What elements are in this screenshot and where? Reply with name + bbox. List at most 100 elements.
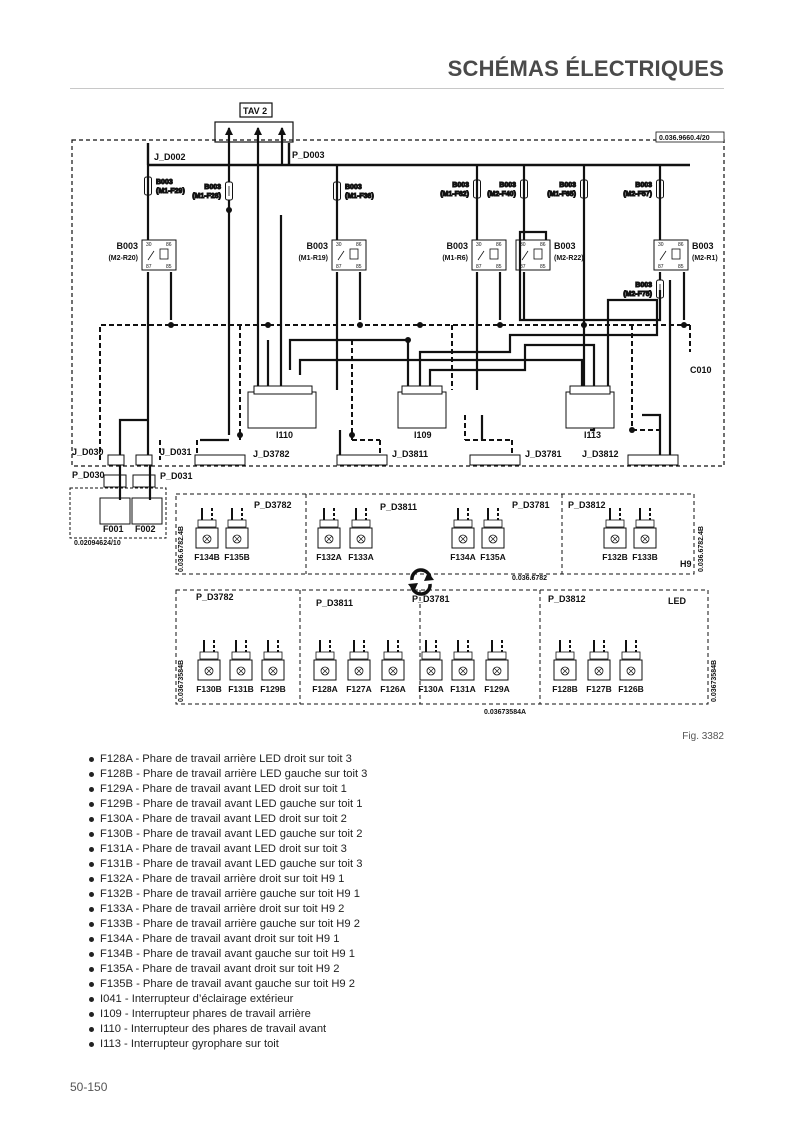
- legend-item: F132B - Phare de travail arrière gauche …: [88, 887, 367, 902]
- lamp-symbol: F134B: [194, 508, 220, 562]
- legend-list: F128A - Phare de travail arrière LED dro…: [88, 752, 367, 1052]
- h9-code-side: 0.036.6782.4B: [178, 526, 185, 572]
- legend-item: I109 - Interrupteur phares de travail ar…: [88, 1007, 367, 1022]
- switch-i109: [397, 391, 447, 429]
- relay-sublabel: (M2-R22): [554, 255, 584, 262]
- fuse-sublabel: (M1-F29): [156, 188, 185, 195]
- lamp-symbol: F133B: [632, 508, 658, 562]
- led-connector-p-d3781: P_D3781: [412, 594, 450, 604]
- lamp-label: F135B: [224, 552, 250, 562]
- relay-pin-label: 85: [540, 264, 546, 270]
- legend-item: F135A - Phare de travail avant droit sur…: [88, 962, 367, 977]
- fuse-sublabel: (M1-F62): [440, 191, 469, 198]
- lamp-label: F132A: [316, 552, 342, 562]
- lamp-label: F133B: [632, 552, 658, 562]
- lamp-label: F128A: [312, 684, 338, 694]
- connector-j-d031: J_D031: [160, 447, 192, 457]
- lamp-label: F131A: [450, 684, 476, 694]
- figure-caption: Fig. 3382: [682, 731, 724, 742]
- lamp-label: F130B: [196, 684, 222, 694]
- lamp-label: F131B: [228, 684, 254, 694]
- lamp-symbol: F130A: [418, 640, 444, 694]
- wiring-diagram: B003(M1-F29)B003(M1-F28)B003(M1-F36)B003…: [69, 102, 725, 716]
- lamp-symbol: F135B: [224, 508, 250, 562]
- connector-j-d3812: [627, 454, 679, 466]
- h9-connector-p-d3812: P_D3812: [568, 500, 606, 510]
- led-code-right: 0.03673584B: [711, 660, 718, 702]
- legend-item: F131A - Phare de travail avant LED droit…: [88, 842, 367, 857]
- fuse-label: B003: [452, 182, 469, 189]
- h9-panel: [175, 493, 695, 575]
- label-j-d3782: J_D3782: [253, 449, 290, 459]
- relay-sublabel: (M2-R1): [692, 255, 718, 262]
- lamp-label: F126A: [380, 684, 406, 694]
- legend-item: F130A - Phare de travail avant LED droit…: [88, 812, 367, 827]
- label-j-d3781: J_D3781: [525, 449, 562, 459]
- connector-p-d003: P_D003: [292, 150, 325, 160]
- lamp-label: F128B: [552, 684, 578, 694]
- legend-item: F131B - Phare de travail avant LED gauch…: [88, 857, 367, 872]
- relay-pin-label: 87: [520, 264, 526, 270]
- h9-connector-p-d3811: P_D3811: [380, 502, 417, 512]
- legend-item: F129B - Phare de travail avant LED gauch…: [88, 797, 367, 812]
- lamp-symbol: F133A: [348, 508, 374, 562]
- fuse-sublabel: (M2-F40): [487, 191, 516, 198]
- fuse-sublabel: (M1-F28): [192, 193, 221, 200]
- lamp-symbol: F131A: [450, 640, 476, 694]
- lamp-symbol: F127A: [346, 640, 372, 694]
- lamp-symbol: F132A: [316, 508, 342, 562]
- fuse-sublabel: (M2-F57): [623, 191, 652, 198]
- relay-pin-label: 85: [496, 264, 502, 270]
- connector-j-d3782: [194, 454, 246, 466]
- connector-j-d3781: [469, 454, 521, 466]
- fuse-sublabel: (M1-F65): [547, 191, 576, 198]
- relay-pin-label: 30: [336, 242, 342, 248]
- led-connector-p-d3782: P_D3782: [196, 592, 234, 602]
- relay-sublabel: (M2-R20): [108, 255, 138, 262]
- fuse-symbol: B003 (M1-F65): [547, 179, 588, 199]
- relay-pin-label: 30: [146, 242, 152, 248]
- page-number: 50-150: [70, 1080, 108, 1094]
- lamp-symbol: F126B: [618, 640, 644, 694]
- fuse-symbol: B003 (M2-F57): [623, 179, 664, 199]
- legend-item: I041 - Interrupteur d’éclairage extérieu…: [88, 992, 367, 1007]
- switch-i110-pins: [253, 385, 313, 395]
- relay-pin-label: 85: [166, 264, 172, 270]
- lamp-label: F129A: [484, 684, 510, 694]
- relay-pin-label: 86: [540, 242, 546, 248]
- relay-label: B003: [446, 241, 468, 251]
- fuse-label: B003: [635, 282, 652, 289]
- relay-pin-label: 86: [356, 242, 362, 248]
- connector-j-d3811: [336, 454, 388, 466]
- relay-pin-label: 85: [678, 264, 684, 270]
- lamp-symbol: F128A: [312, 640, 338, 694]
- fuse-sublabel: (M1-F36): [345, 193, 374, 200]
- page-title: SCHÉMAS ÉLECTRIQUES: [447, 56, 724, 81]
- h9-connector-p-d3782: P_D3782: [254, 500, 292, 510]
- relay-pin-label: 87: [336, 264, 342, 270]
- legend-item: F130B - Phare de travail avant LED gauch…: [88, 827, 367, 842]
- led-tag: LED: [668, 596, 687, 606]
- switch-i113: [565, 391, 615, 429]
- legend-item: I113 - Interrupteur gyrophare sur toit: [88, 1037, 367, 1052]
- relay-pin-label: 30: [520, 242, 526, 248]
- fuse-symbol: B003(M1-F36): [333, 181, 374, 201]
- relay-pin-label: 86: [678, 242, 684, 248]
- lamp-label: F132B: [602, 552, 628, 562]
- switch-i113-pins: [569, 385, 611, 395]
- relay-pin-label: 86: [496, 242, 502, 248]
- header-divider: [70, 88, 724, 89]
- switch-i110: [247, 391, 317, 429]
- lamp-symbol: F130B: [196, 640, 222, 694]
- relay-pin-label: 87: [476, 264, 482, 270]
- lamp-symbol: F126A: [380, 640, 406, 694]
- fuse-label: B003: [559, 182, 576, 189]
- h9-code-center: 0.036.6782: [512, 575, 547, 582]
- legend-item: I110 - Interrupteur des phares de travai…: [88, 1022, 367, 1037]
- relay-label: B003: [306, 241, 328, 251]
- legend-item: F132A - Phare de travail arrière droit s…: [88, 872, 367, 887]
- fuse-label: B003: [635, 182, 652, 189]
- switch-i109-label: I109: [414, 430, 432, 440]
